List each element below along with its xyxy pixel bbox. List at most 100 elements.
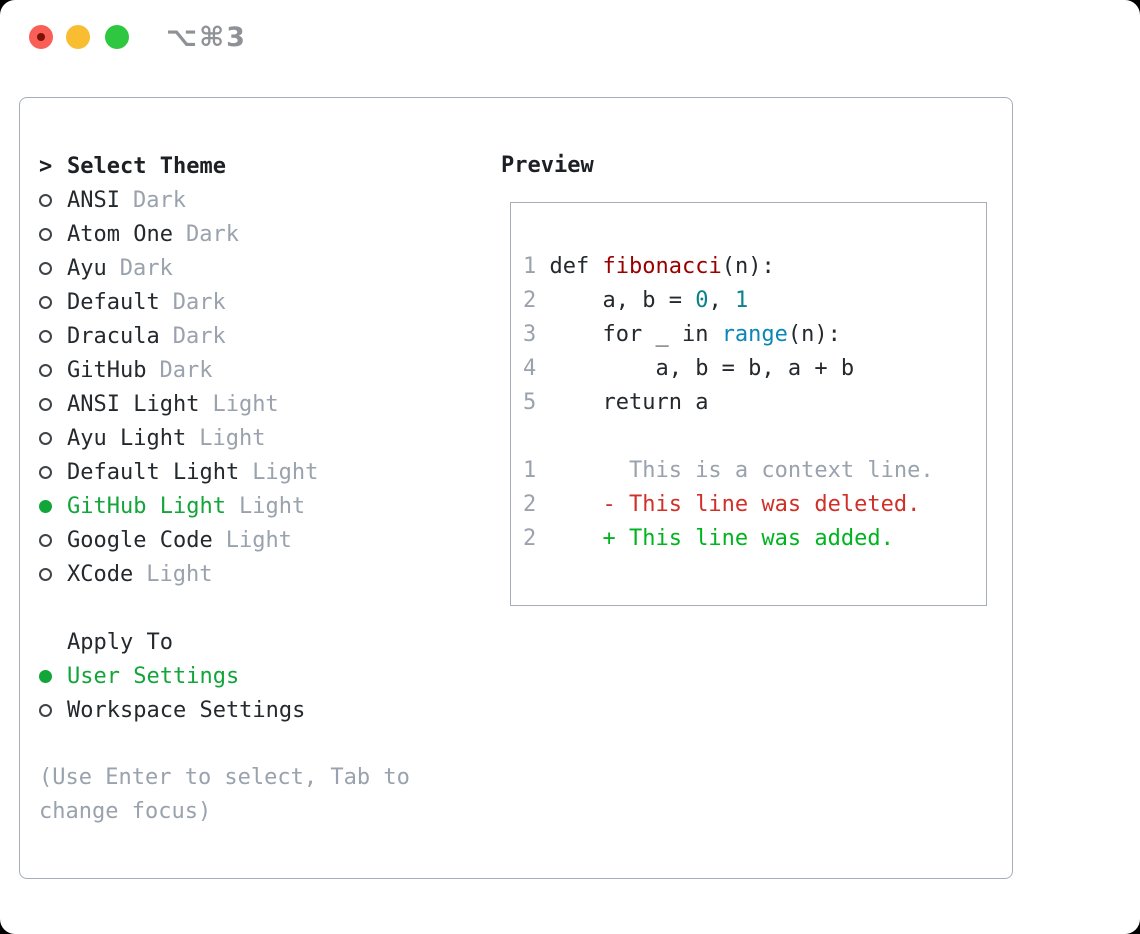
code-token: a, b = b, a + b: [536, 356, 855, 381]
radio-icon: [39, 295, 52, 309]
theme-variant-label: Light: [252, 459, 319, 485]
unsaved-indicator-icon: [37, 33, 45, 41]
theme-variant-label: Dark: [119, 255, 173, 281]
code-line: 1 def fibonacci(n):: [523, 250, 986, 284]
code-token: return a: [536, 390, 709, 415]
code-token: def: [536, 254, 603, 279]
theme-option-label: Default: [67, 289, 160, 315]
theme-option-label: Dracula: [67, 323, 160, 349]
theme-option-google-code[interactable]: Google Code Light: [39, 523, 441, 557]
code-line: 2 a, b = 0, 1: [523, 284, 986, 318]
apply-option-label: Workspace Settings: [67, 697, 306, 723]
theme-option-default-light[interactable]: Default Light Light: [39, 455, 441, 489]
code-token: 1: [734, 288, 749, 313]
theme-option-ayu[interactable]: Ayu Dark: [39, 251, 441, 285]
theme-option-ansi[interactable]: ANSI Dark: [39, 183, 441, 217]
radio-selected-icon: [39, 669, 52, 683]
apply-option-workspace-settings[interactable]: Workspace Settings: [39, 693, 441, 727]
code-line: 2 - This line was deleted.: [523, 488, 986, 522]
theme-option-label: GitHub: [67, 357, 147, 383]
theme-variant-label: Light: [225, 527, 292, 553]
theme-variant-label: Dark: [159, 357, 213, 383]
code-token: for _ in: [536, 322, 722, 347]
minimize-button[interactable]: [66, 25, 90, 49]
apply-to-header: Apply To: [39, 625, 441, 659]
theme-variant-label: Dark: [172, 323, 226, 349]
code-line: 2 + This line was added.: [523, 522, 986, 556]
theme-option-xcode[interactable]: XCode Light: [39, 557, 441, 591]
zoom-button[interactable]: [105, 25, 129, 49]
code-token: a, b =: [536, 288, 696, 313]
code-token: (n):: [787, 322, 841, 347]
theme-variant-label: Light: [146, 561, 213, 587]
line-number: 5: [523, 390, 537, 415]
code-line: 1 This is a context line.: [523, 454, 986, 488]
radio-icon: [39, 329, 52, 343]
theme-option-atom-one[interactable]: Atom One Dark: [39, 217, 441, 251]
code-line: 4 a, b = b, a + b: [523, 352, 986, 386]
preview-title: Preview: [501, 153, 594, 178]
select-theme-title: Select Theme: [67, 153, 226, 179]
theme-variant-label: Dark: [172, 289, 226, 315]
code-token: - This line was deleted.: [536, 492, 921, 517]
code-token: This is a context line.: [536, 458, 934, 483]
line-number: 1: [523, 458, 537, 483]
radio-icon: [39, 227, 52, 241]
code-line: 3 for _ in range(n):: [523, 318, 986, 352]
code-token: range: [721, 322, 788, 347]
line-number: 4: [523, 356, 537, 381]
code-line: 5 return a: [523, 386, 986, 420]
theme-option-label: ANSI Light: [67, 391, 200, 417]
theme-option-github-light[interactable]: GitHub Light Light: [39, 489, 441, 523]
line-number: 2: [523, 492, 537, 517]
theme-option-label: Default Light: [67, 459, 240, 485]
radio-icon: [39, 397, 52, 411]
select-theme-header: > Select Theme: [39, 149, 441, 183]
code-line: [523, 420, 986, 454]
focus-caret-icon: >: [39, 153, 53, 179]
theme-option-label: Ayu Light: [67, 425, 187, 451]
theme-option-ayu-light[interactable]: Ayu Light Light: [39, 421, 441, 455]
theme-variant-label: Light: [238, 493, 306, 519]
close-button[interactable]: [29, 25, 53, 49]
theme-option-github[interactable]: GitHub Dark: [39, 353, 441, 387]
radio-icon: [39, 567, 52, 581]
apply-option-label: User Settings: [67, 663, 240, 689]
line-number: 1: [523, 254, 537, 279]
code-token: + This line was added.: [536, 526, 894, 551]
theme-option-label: ANSI: [67, 187, 120, 213]
radio-icon: [39, 363, 52, 377]
titlebar: ⌥⌘3: [0, 0, 1140, 74]
keyboard-hint: (Use Enter to select, Tab to change focu…: [39, 765, 410, 824]
theme-option-dracula[interactable]: Dracula Dark: [39, 319, 441, 353]
theme-option-default[interactable]: Default Dark: [39, 285, 441, 319]
radio-icon: [39, 533, 52, 547]
code-token: fibonacci: [602, 254, 722, 279]
theme-variant-label: Dark: [132, 187, 186, 213]
radio-icon: [39, 193, 52, 207]
code-token: ,: [708, 288, 735, 313]
apply-option-user-settings[interactable]: User Settings: [39, 659, 441, 693]
window-title-shortcut: ⌥⌘3: [166, 22, 247, 53]
apply-to-title: Apply To: [67, 629, 173, 655]
theme-option-label: Ayu: [67, 255, 107, 281]
radio-icon: [39, 465, 52, 479]
theme-variant-label: Dark: [185, 221, 239, 247]
theme-option-label: GitHub Light: [67, 493, 226, 519]
line-number: 2: [523, 288, 537, 313]
code-token: (n):: [721, 254, 775, 279]
theme-variant-label: Light: [199, 425, 266, 451]
radio-icon: [39, 703, 52, 717]
theme-option-label: Google Code: [67, 527, 213, 553]
theme-option-label: Atom One: [67, 221, 173, 247]
radio-selected-icon: [39, 499, 52, 513]
theme-option-label: XCode: [67, 561, 134, 587]
